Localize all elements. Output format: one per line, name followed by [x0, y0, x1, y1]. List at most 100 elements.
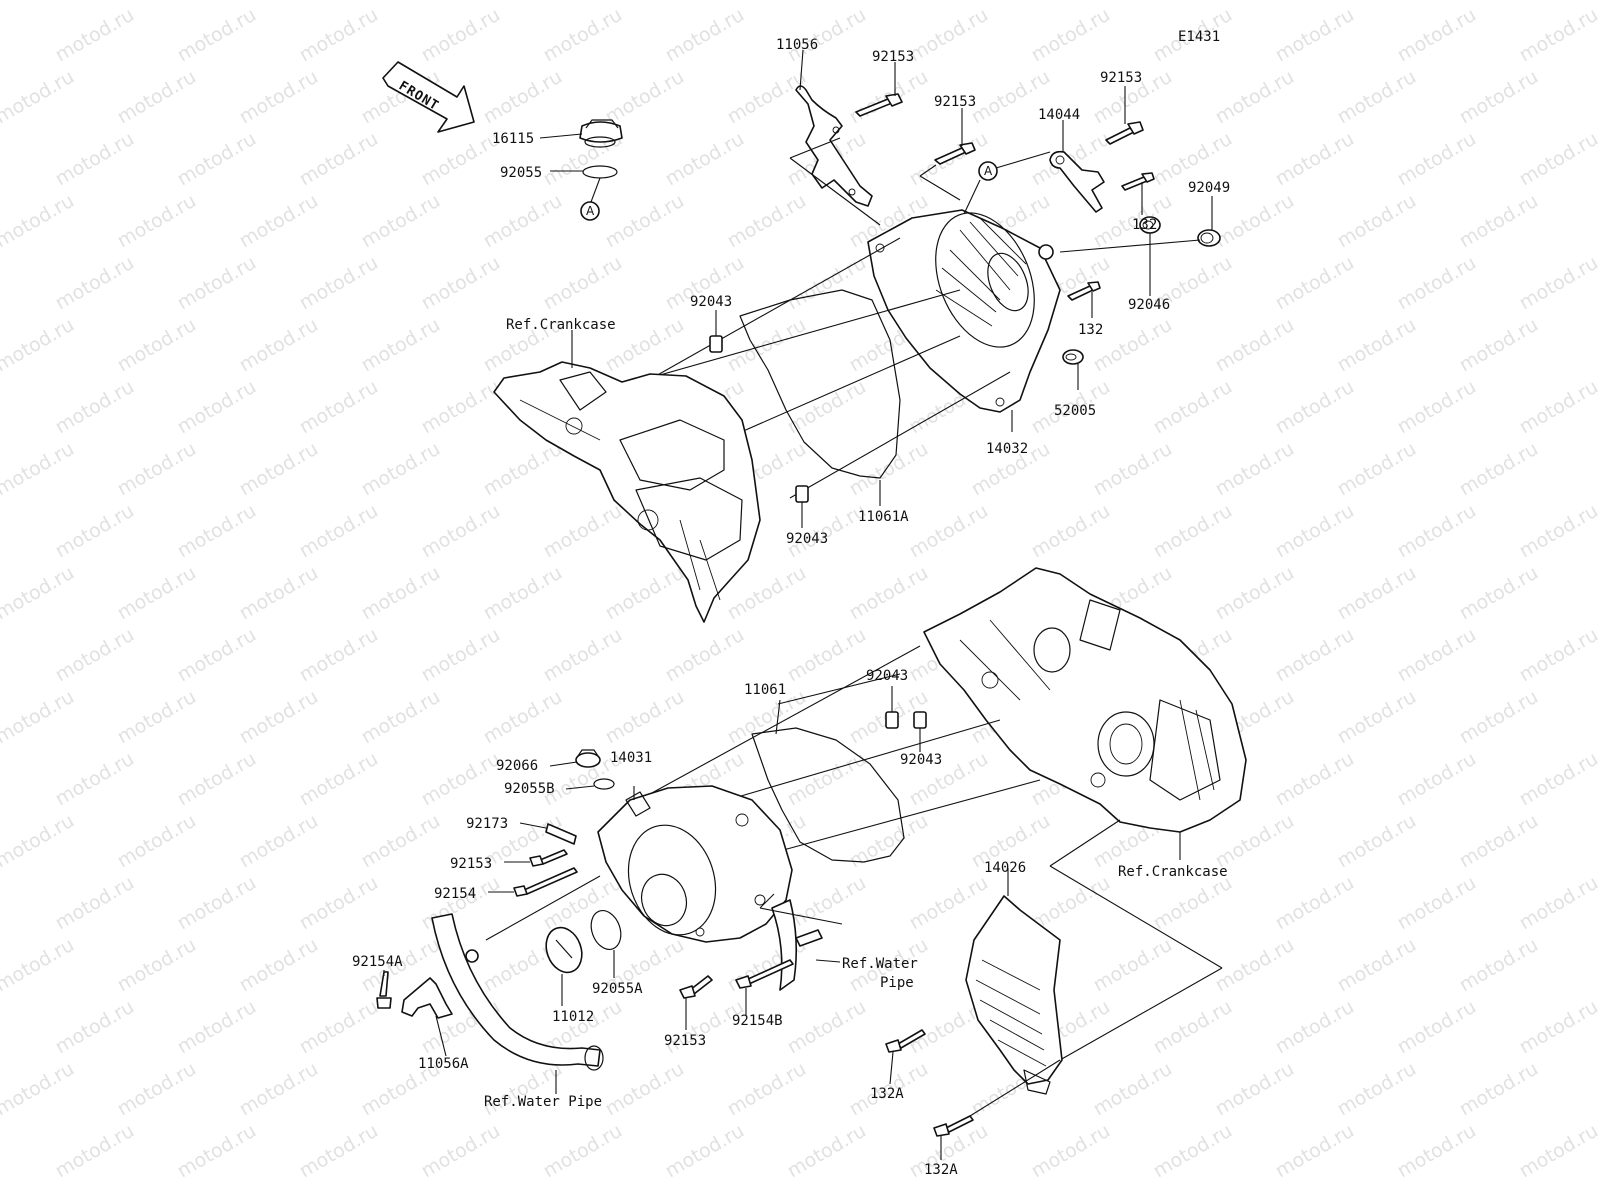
label-92049: 92049 — [1188, 180, 1230, 196]
label-92043-b: 92043 — [786, 531, 828, 547]
bolt-92153-e — [679, 975, 713, 999]
watermark-text: motod.ru — [1456, 314, 1542, 377]
watermark-text: motod.ru — [358, 438, 444, 501]
watermark-text: motod.ru — [114, 66, 200, 129]
part-labels: 11056 92153 92153 92153 14044 16115 9205… — [352, 37, 1230, 1178]
watermark-text: motod.ru — [784, 872, 870, 935]
watermark-text: motod.ru — [236, 314, 322, 377]
o-ring-92055a — [590, 910, 622, 950]
watermark-text: motod.ru — [662, 1120, 748, 1183]
watermark-text: motod.ru — [784, 1120, 870, 1183]
watermark-text: motod.ru — [602, 66, 688, 129]
watermark-text: motod.ru — [1272, 252, 1358, 315]
label-92153-d: 92153 — [450, 856, 492, 872]
watermark-text: motod.ru — [52, 996, 138, 1059]
watermark-text: motod.ru — [1516, 624, 1600, 687]
label-ref-water-pipe-left: Ref.Water Pipe — [484, 1094, 602, 1110]
watermark-text: motod.ru — [236, 190, 322, 253]
label-92153-b: 92153 — [934, 94, 976, 110]
label-92055a: 92055A — [592, 981, 643, 997]
label-ref-crankcase-upper: Ref.Crankcase — [506, 317, 616, 333]
watermark-text: motod.ru — [1150, 1120, 1236, 1183]
watermark-text: motod.ru — [52, 624, 138, 687]
watermark-text: motod.ru — [1394, 252, 1480, 315]
bolt-92153-c — [1105, 121, 1144, 145]
watermark-text: motod.ru — [1334, 190, 1420, 253]
watermark-text: motod.ru — [1456, 66, 1542, 129]
label-92153-a: 92153 — [872, 49, 914, 65]
watermark-text: motod.ru — [358, 190, 444, 253]
watermark-text: motod.ru — [480, 190, 566, 253]
watermark-text: motod.ru — [52, 252, 138, 315]
watermark-text: motod.ru — [1090, 438, 1176, 501]
watermark-text: motod.ru — [114, 562, 200, 625]
label-11061: 11061 — [744, 682, 786, 698]
watermark-text: motod.ru — [114, 314, 200, 377]
watermark-text: motod.ru — [1212, 934, 1298, 997]
watermark-text: motod.ru — [1334, 1058, 1420, 1121]
water-pipe-ref-left — [431, 913, 604, 1071]
watermark-text: motod.ru — [1090, 1058, 1176, 1121]
watermark-text: motod.ru — [784, 748, 870, 811]
watermark-text: motod.ru — [1456, 562, 1542, 625]
watermark-text: motod.ru — [0, 562, 78, 625]
label-ref-water-pipe-right-2: Pipe — [880, 975, 914, 991]
watermark-text: motod.ru — [1212, 810, 1298, 873]
watermark-text: motod.ru — [784, 252, 870, 315]
label-11056a: 11056A — [418, 1056, 469, 1072]
dowel-92043-a — [709, 335, 723, 353]
watermark-text: motod.ru — [1272, 872, 1358, 935]
watermark-text: motod.ru — [296, 748, 382, 811]
watermark-text: motod.ru — [358, 562, 444, 625]
watermark-text: motod.ru — [1028, 1120, 1114, 1183]
watermark-text: motod.ru — [1394, 748, 1480, 811]
label-132-a: 132 — [1132, 217, 1157, 233]
watermark-text: motod.ru — [114, 190, 200, 253]
watermark-text: motod.ru — [1456, 190, 1542, 253]
watermark-text: motod.ru — [236, 934, 322, 997]
watermark-text: motod.ru — [0, 810, 78, 873]
watermark-text: motod.ru — [662, 128, 748, 191]
watermark-text: motod.ru — [602, 562, 688, 625]
seal-52005 — [1062, 349, 1084, 365]
watermark-text: motod.ru — [480, 686, 566, 749]
watermark-text: motod.ru — [1212, 438, 1298, 501]
watermark-text: motod.ru — [1516, 996, 1600, 1059]
watermark-text: motod.ru — [418, 500, 504, 563]
watermark-text: motod.ru — [418, 252, 504, 315]
watermark-text: motod.ru — [540, 252, 626, 315]
watermark-text: motod.ru — [52, 872, 138, 935]
watermark-text: motod.ru — [174, 1120, 260, 1183]
bracket-11056a — [401, 949, 479, 1019]
watermark-text: motod.ru — [846, 562, 932, 625]
watermark-text: motod.ru — [296, 252, 382, 315]
watermark-text: motod.ru — [480, 1058, 566, 1121]
label-132a-a: 132A — [870, 1086, 904, 1102]
bolt-92154a — [376, 971, 392, 1009]
watermark-text: motod.ru — [0, 686, 78, 749]
watermark-text: motod.ru — [296, 4, 382, 67]
watermark-text: motod.ru — [0, 314, 78, 377]
watermark-text: motod.ru — [174, 252, 260, 315]
watermark-text: motod.ru — [0, 438, 78, 501]
watermark-text: motod.ru — [296, 376, 382, 439]
label-14044: 14044 — [1038, 107, 1080, 123]
watermark-text: motod.ru — [52, 128, 138, 191]
bolt-92154 — [513, 867, 578, 897]
watermark-text: motod.ru — [418, 1120, 504, 1183]
dowel-92043-d — [913, 711, 927, 729]
bolt-132-a — [1121, 172, 1155, 191]
watermark-text: motod.ru — [724, 934, 810, 997]
watermark-text: motod.ru — [540, 624, 626, 687]
watermark-text: motod.ru — [1394, 1120, 1480, 1183]
label-11012: 11012 — [552, 1009, 594, 1025]
watermark-text: motod.ru — [480, 66, 566, 129]
gasket-11061a — [739, 289, 901, 479]
watermark-text: motod.ru — [236, 686, 322, 749]
watermark-text: motod.ru — [1272, 128, 1358, 191]
watermark-text: motod.ru — [52, 4, 138, 67]
dowel-92043-b — [795, 485, 809, 503]
